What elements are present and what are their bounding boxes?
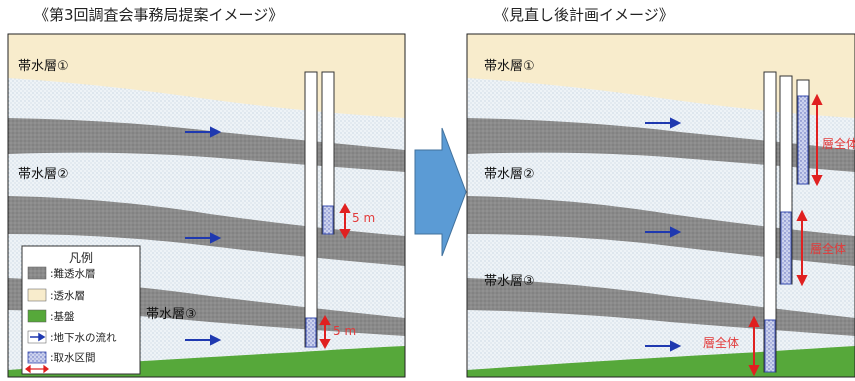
left-aquifer-3-label: 帯水層③: [146, 307, 197, 322]
permeable-layer-1: [467, 34, 855, 118]
right-screen-1: [797, 95, 809, 185]
left-aquifer-2-label: 帯水層②: [18, 167, 69, 182]
flow-arrow-icon: [185, 232, 222, 244]
legend: 凡例 :難透水層 :透水層 :基盤 :地下水の流れ :取水区間: [21, 245, 141, 375]
left-interval-label-upper: 5 m: [352, 211, 375, 225]
measure-arrow-icon: [319, 314, 331, 350]
right-panel-title: 《見直し後計画イメージ》: [494, 6, 674, 24]
legend-permeable-swatch: [27, 288, 47, 302]
right-interval-label-1: 層全体: [822, 136, 855, 151]
measure-arrow-icon: [796, 209, 808, 287]
flow-arrow-icon: [645, 117, 682, 129]
legend-item-interval: :取水区間: [50, 352, 96, 364]
right-interval-label-2: 層全体: [810, 241, 846, 256]
right-screen-2: [780, 211, 792, 285]
flow-arrow-icon: [30, 332, 46, 342]
legend-item-flow: :地下水の流れ: [50, 331, 117, 344]
flow-arrow-icon: [645, 226, 682, 238]
flow-arrow-icon: [645, 340, 682, 352]
left-aquifer-1-label: 帯水層①: [18, 59, 69, 74]
legend-item-permeable: :透水層: [50, 290, 85, 302]
right-interval-label-3: 層全体: [703, 335, 739, 350]
measure-arrow-icon: [25, 364, 49, 374]
left-well-deep: [304, 71, 318, 348]
right-aquifer-3-label: 帯水層③: [484, 274, 535, 289]
left-panel-title: 《第3回調査会事務局提案イメージ》: [34, 6, 284, 24]
legend-impermeable-swatch: [27, 266, 47, 280]
right-aquifer-1-label: 帯水層①: [484, 59, 535, 74]
right-panel-frame: [466, 33, 855, 378]
right-screen-3: [764, 319, 776, 373]
transition-arrow-icon: [414, 127, 467, 257]
impermeable-layer-3: [467, 278, 855, 336]
impermeable-layer-1: [467, 118, 855, 172]
legend-basement-swatch: [27, 309, 47, 323]
legend-item-impermeable: :難透水層: [50, 267, 96, 280]
legend-interval-swatch: [27, 351, 47, 364]
measure-arrow-icon: [339, 202, 351, 240]
flow-arrow-icon: [185, 126, 222, 138]
legend-title: 凡例: [69, 251, 93, 265]
left-panel-frame: [7, 33, 406, 378]
left-interval-label-lower: 5 m: [333, 324, 356, 338]
left-screen-lower: [305, 317, 317, 348]
left-screen-upper: [322, 205, 334, 235]
measure-arrow-icon: [811, 93, 823, 187]
measure-arrow-icon: [748, 315, 760, 377]
flow-arrow-icon: [185, 334, 222, 346]
right-aquifer-2-label: 帯水層②: [484, 167, 535, 182]
basement-layer: [467, 346, 855, 377]
legend-item-basement: :基盤: [50, 310, 75, 323]
